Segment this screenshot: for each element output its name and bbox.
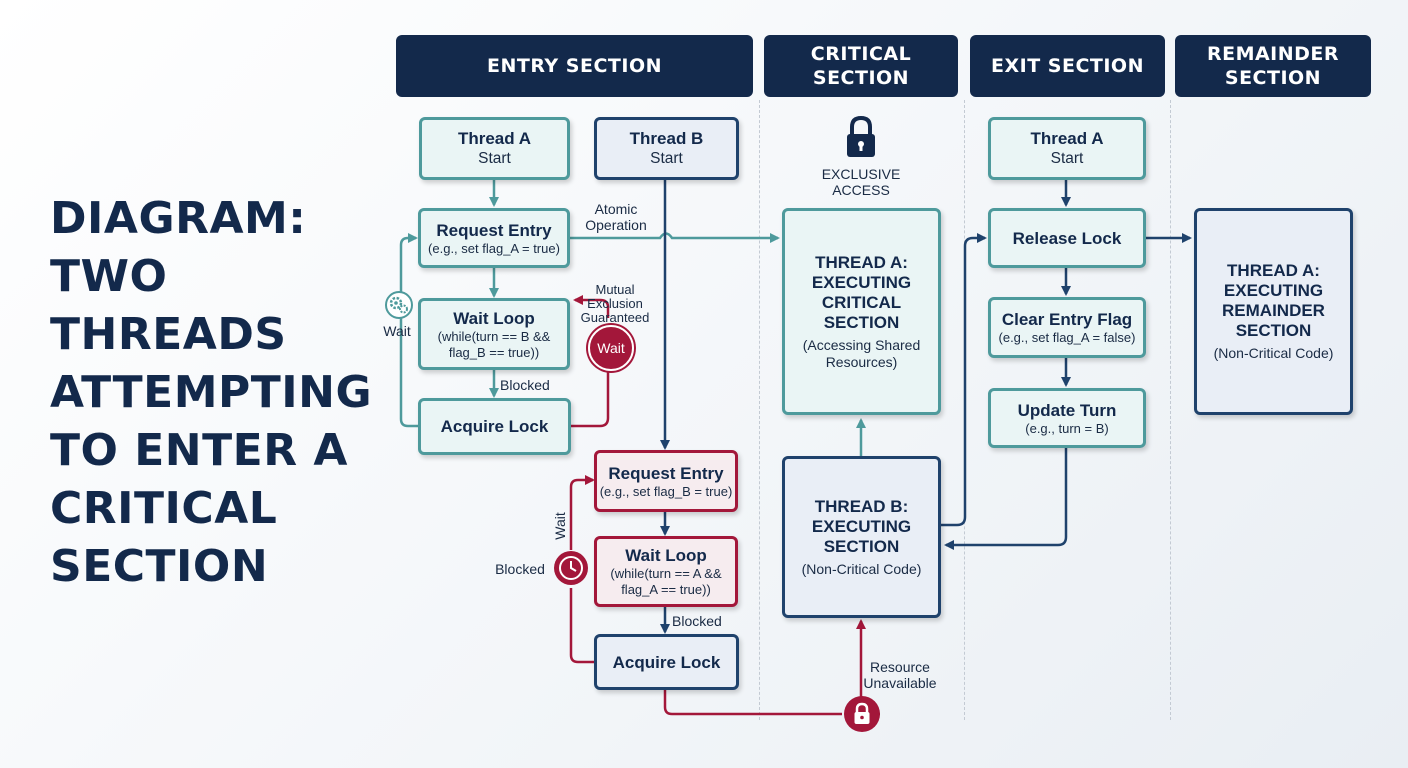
arrow-b-wait-loop-back	[569, 588, 595, 664]
wait-badge-text: Wait	[597, 340, 625, 356]
thread-a-request-code: (e.g., set flag_A = true)	[428, 240, 560, 256]
thread-a-request-title: Request Entry	[436, 220, 552, 240]
thread-b-wait-loop-box: Wait Loop (while(turn == A && flag_A == …	[594, 536, 738, 607]
blocked-label-thread-a: Blocked	[500, 377, 550, 393]
thread-b-start-sub: Start	[650, 150, 683, 167]
thread-a-request-entry-box: Request Entry (e.g., set flag_A = true)	[418, 208, 570, 268]
wait-badge: Wait	[588, 325, 634, 371]
clock-icon	[554, 551, 588, 585]
padlock-icon	[847, 115, 875, 157]
release-lock-box: Release Lock	[988, 208, 1146, 268]
wait-label-thread-b: Wait	[552, 512, 568, 540]
thread-a-start-box: Thread A Start	[419, 117, 570, 180]
critical-thread-a-sub: (Accessing Shared Resources)	[802, 336, 921, 370]
arrow-b-to-release	[941, 233, 987, 527]
update-turn-box: Update Turn (e.g., turn = B)	[988, 388, 1146, 448]
title-line: TO ENTER A	[50, 425, 348, 476]
thread-b-start-box: Thread B Start	[594, 117, 739, 180]
arrow-a-request-critical	[570, 232, 780, 243]
thread-b-start-title: Thread B	[629, 129, 704, 148]
arrow-update-to-b	[944, 448, 1068, 550]
release-lock-title: Release Lock	[1012, 228, 1122, 248]
gear-icon	[385, 291, 413, 319]
thread-b-request-entry-box: Request Entry (e.g., set flag_B = true)	[594, 450, 738, 512]
thread-b-wait-title: Wait Loop	[625, 546, 707, 565]
title-line: TWO	[50, 251, 168, 302]
exit-start-title: Thread A	[1030, 129, 1104, 148]
arrow-b-wait-loop-back-top	[569, 475, 595, 550]
exclusive-access-label: EXCLUSIVE ACCESS	[821, 166, 901, 198]
title-line: THREADS	[50, 309, 287, 360]
thread-b-request-title: Request Entry	[608, 463, 724, 483]
diagram-title: DIAGRAM: TWO THREADS ATTEMPTING TO ENTER…	[50, 190, 390, 596]
thread-a-wait-code: (while(turn == B && flag_B == true))	[437, 328, 551, 360]
thread-a-acquire-lock-box: Acquire Lock	[418, 398, 571, 455]
blocked-label-thread-b: Blocked	[672, 613, 722, 629]
header-critical-section: CRITICAL SECTION	[764, 35, 958, 97]
remainder-title: THREAD A: EXECUTING REMAINDER SECTION	[1222, 261, 1325, 340]
arrow-resource-unavailable	[663, 690, 842, 716]
mutual-exclusion-label: Mutual Exclusion Guaranteed	[580, 282, 650, 325]
header-remainder-section: REMAINDER SECTION	[1175, 35, 1371, 97]
thread-a-acquire-title: Acquire Lock	[440, 417, 549, 436]
thread-a-wait-loop-box: Wait Loop (while(turn == B && flag_B == …	[418, 298, 570, 370]
clear-entry-flag-box: Clear Entry Flag (e.g., set flag_A = fal…	[988, 297, 1146, 358]
column-divider	[1170, 100, 1171, 720]
resource-unavailable-label: Resource Unavailable	[863, 659, 937, 691]
remainder-thread-a-box: THREAD A: EXECUTING REMAINDER SECTION (N…	[1194, 208, 1353, 415]
clear-entry-flag-code: (e.g., set flag_A = false)	[998, 330, 1136, 345]
thread-b-wait-code: (while(turn == A && flag_A == true))	[610, 566, 722, 597]
title-line: ATTEMPTING	[50, 367, 373, 418]
clear-entry-flag-title: Clear Entry Flag	[1001, 310, 1133, 329]
arrow-mutual-exclusion	[571, 372, 610, 428]
critical-thread-b-sub: (Non-Critical Code)	[801, 560, 922, 577]
thread-a-wait-title: Wait Loop	[453, 308, 535, 328]
arrow-mutual-exclusion-head	[573, 295, 610, 318]
thread-b-acquire-lock-box: Acquire Lock	[594, 634, 739, 690]
update-turn-code: (e.g., turn = B)	[1025, 420, 1109, 436]
thread-b-request-code: (e.g., set flag_B = true)	[599, 483, 733, 499]
remainder-sub: (Non-Critical Code)	[1213, 345, 1334, 361]
update-turn-title: Update Turn	[1017, 400, 1117, 420]
title-line: DIAGRAM:	[50, 193, 307, 244]
thread-a-start-sub: Start	[478, 150, 511, 167]
exit-start-sub: Start	[1050, 150, 1084, 167]
critical-thread-b-title: THREAD B: EXECUTING SECTION	[811, 496, 912, 556]
thread-b-acquire-title: Acquire Lock	[612, 652, 721, 672]
header-exit-section: EXIT SECTION	[970, 35, 1165, 97]
atomic-operation-label: Atomic Operation	[585, 201, 647, 233]
blocked-label-thread-b-side: Blocked	[495, 561, 545, 577]
thread-a-start-title: Thread A	[457, 129, 532, 148]
arrow-a-wait-loop-back	[399, 233, 418, 428]
critical-thread-b-box: THREAD B: EXECUTING SECTION (Non-Critica…	[782, 456, 941, 618]
title-line: SECTION	[50, 541, 269, 592]
critical-thread-a-box: THREAD A: EXECUTING CRITICAL SECTION (Ac…	[782, 208, 941, 415]
wait-label-thread-a: Wait	[383, 323, 411, 339]
exit-thread-a-start-box: Thread A Start	[988, 117, 1146, 180]
header-entry-section: ENTRY SECTION	[396, 35, 753, 97]
critical-thread-a-title: THREAD A: EXECUTING CRITICAL SECTION	[811, 252, 912, 332]
column-divider	[759, 100, 760, 720]
title-line: CRITICAL	[50, 483, 278, 534]
small-padlock-icon	[844, 696, 880, 732]
